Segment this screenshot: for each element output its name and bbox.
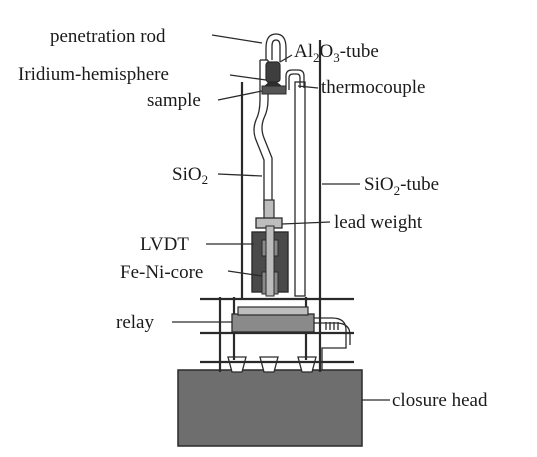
al2o3-tube [265, 61, 281, 83]
label-lvdt: LVDT [140, 234, 189, 255]
label-lead-weight: lead weight [334, 212, 423, 233]
label-sio2: SiO2 [172, 164, 208, 187]
cup-left [227, 356, 247, 373]
leader-penetration-rod [211, 34, 263, 44]
cup-middle [259, 356, 279, 373]
label-fe-ni-core: Fe-Ni-core [120, 262, 203, 283]
label-thermocouple: thermocouple [321, 77, 425, 98]
label-iridium-hemisphere: Iridium-hemisphere [18, 64, 169, 85]
leader-lead-weight [281, 221, 331, 225]
leader-fe-ni-core [227, 270, 263, 277]
sample-block [261, 85, 287, 95]
inner-sio2-rod [294, 81, 306, 297]
penetration-rod-shaft-left [253, 60, 265, 210]
relay-top [237, 306, 309, 316]
thermocouple-wire [285, 69, 305, 90]
label-penetration-rod: penetration rod [50, 26, 166, 47]
penetration-rod-inner [271, 39, 281, 62]
label-relay: relay [116, 312, 154, 333]
penetration-rod-shaft-right [261, 60, 273, 210]
label-al2o3-tube: Al2O3-tube [294, 41, 379, 65]
leader-iridium [229, 74, 267, 81]
label-sample: sample [147, 90, 201, 111]
leader-sample [217, 90, 263, 101]
closure-head-block [177, 369, 363, 447]
leader-thermocouple [297, 85, 319, 89]
relay-base [231, 313, 315, 333]
lvdt-core-rod [265, 225, 275, 297]
label-closure-head: closure head [392, 390, 488, 411]
rod-lower-segment [263, 199, 275, 221]
thermocouple-wire-inner [288, 73, 301, 90]
leader-al2o3 [279, 54, 293, 63]
leader-sio2 [217, 173, 263, 177]
relay-wire-1 [314, 317, 347, 370]
label-sio2-tube: SiO2-tube [364, 174, 439, 198]
relay-wire-2 [314, 322, 351, 345]
cup-right [297, 356, 317, 373]
penetration-rod-outer [265, 33, 287, 62]
